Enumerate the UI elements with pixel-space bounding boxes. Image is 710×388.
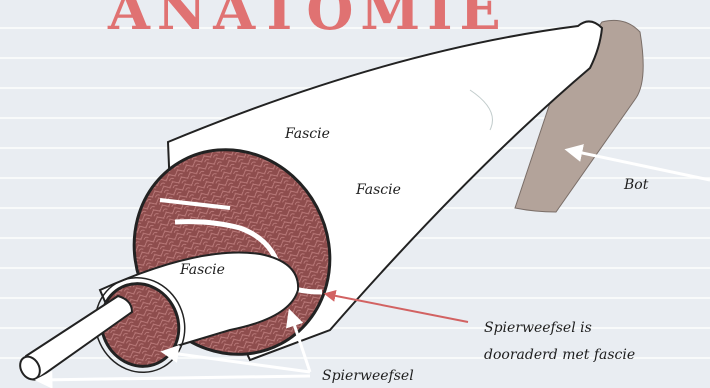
label-spierweefsel: Spierweefsel (322, 368, 414, 384)
label-spierweefsel-fascie-line2: dooraderd met fascie (484, 343, 635, 367)
label-bot: Bot (624, 177, 648, 193)
page-title: ANATOMIE (108, 0, 448, 42)
arrow-spierweefsel-3 (38, 376, 310, 380)
label-fascie-mid: Fascie (356, 182, 401, 198)
label-fascie-top: Fascie (285, 126, 330, 142)
label-spierweefsel-fascie-line1: Spierweefsel is (484, 316, 592, 340)
label-fascie-inner: Fascie (180, 262, 225, 278)
